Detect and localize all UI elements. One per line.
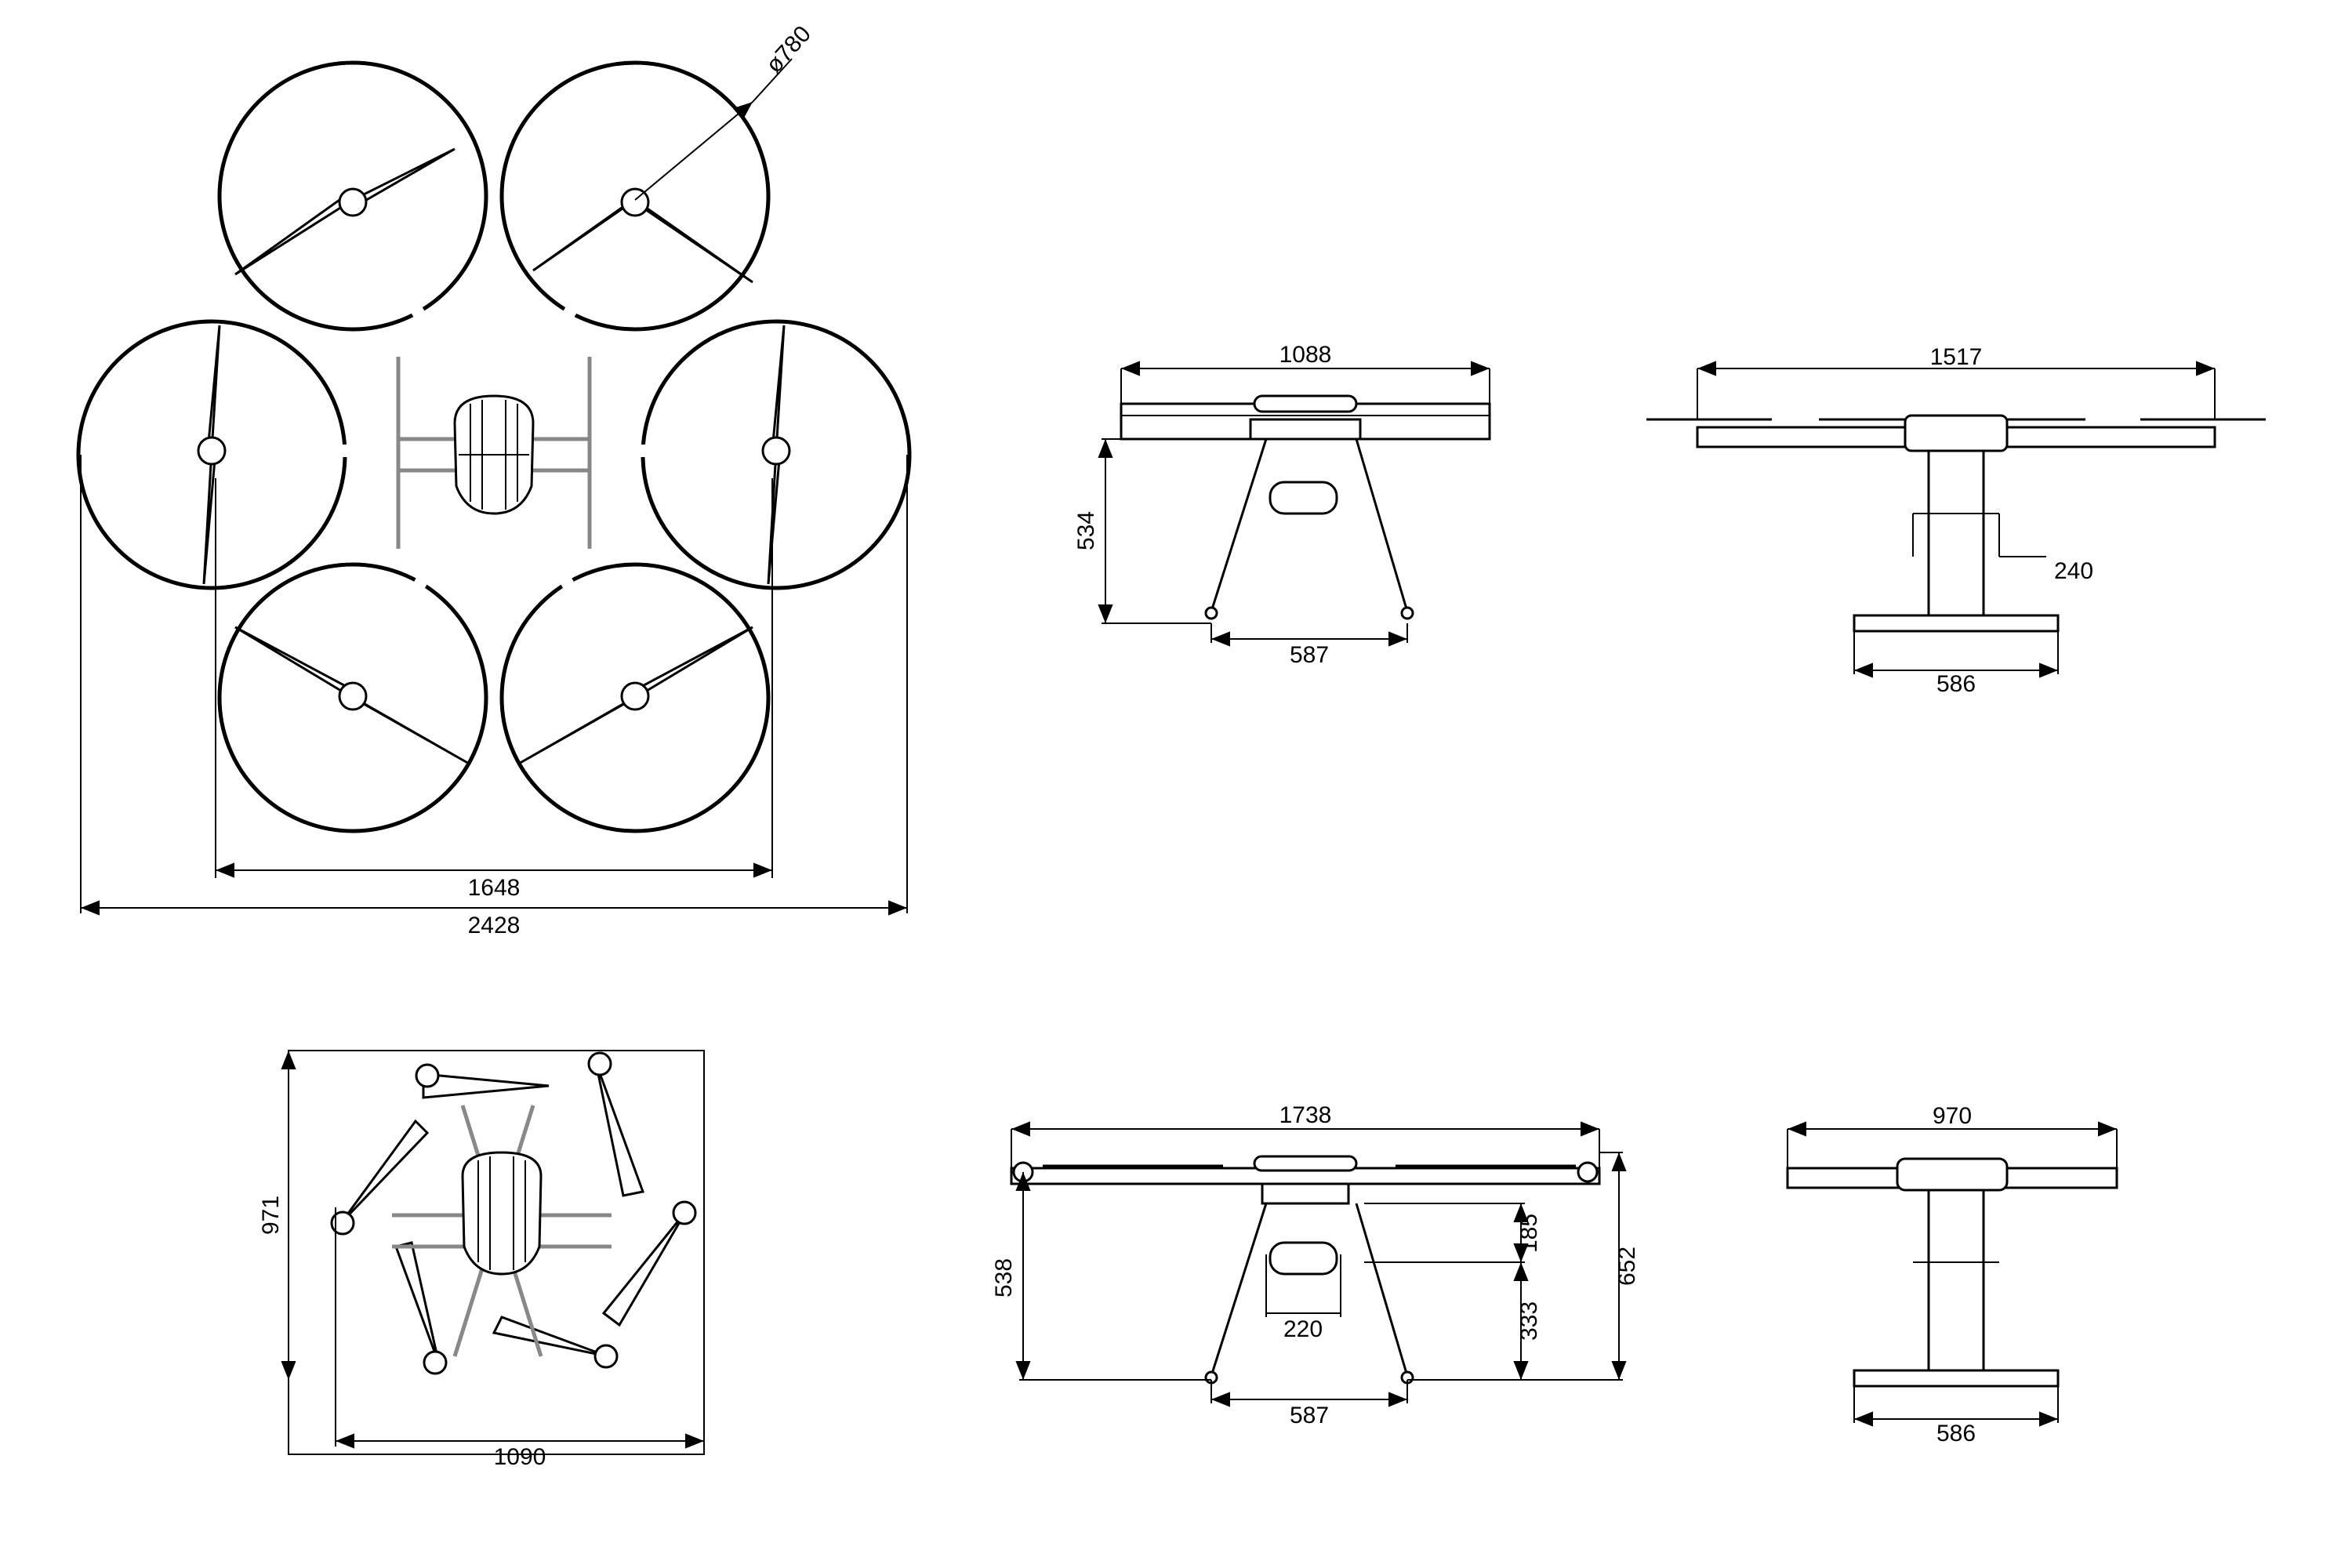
folded-arms <box>330 1051 697 1375</box>
body-depth-label: 185 <box>1516 1214 1542 1253</box>
height-label: 538 <box>991 1258 1017 1298</box>
canopy <box>1253 1155 1358 1172</box>
gear-leg-right <box>1355 1203 1409 1377</box>
front-view-top: 1088 534 587 <box>1073 342 1491 668</box>
height-label: 971 <box>258 1196 284 1235</box>
side-view-bottom: 970 586 <box>1786 1103 2118 1446</box>
outer-span-label: 2428 <box>468 913 521 938</box>
gear-width-label: 587 <box>1290 1403 1329 1428</box>
skid <box>1853 1369 2060 1388</box>
gear-width-label: 587 <box>1290 642 1329 668</box>
width-label: 1088 <box>1279 342 1332 368</box>
width-label: 1090 <box>494 1444 546 1470</box>
width-label: 970 <box>1933 1103 1972 1129</box>
height-label: 534 <box>1073 511 1099 550</box>
total-height-label: 652 <box>1614 1247 1640 1286</box>
top-view: ø780 1648 2428 <box>76 21 912 938</box>
payload <box>1269 481 1338 515</box>
gear-height-label: 333 <box>1516 1301 1542 1341</box>
prop-diameter-leader <box>634 101 753 201</box>
gear-leg-left <box>1210 1203 1268 1377</box>
body <box>1896 1157 2009 1192</box>
side-view-top: 1517 240 586 <box>1646 344 2266 697</box>
skid-width-label: 586 <box>1936 671 1976 697</box>
skid <box>1853 614 2060 633</box>
width-label: 1738 <box>1279 1102 1332 1128</box>
inner-span-label: 1648 <box>468 875 521 901</box>
width-label: 1517 <box>1930 344 1983 370</box>
gear-leg-right <box>1355 438 1409 612</box>
body <box>1261 1182 1350 1205</box>
payload <box>1269 1241 1338 1276</box>
payload-width-label: 220 <box>1283 1316 1323 1342</box>
body-canopy <box>461 1151 543 1276</box>
folded-top-view: 971 1090 <box>258 1050 705 1470</box>
gear-leg-left <box>1210 438 1268 612</box>
skid-width-label: 586 <box>1936 1421 1976 1446</box>
mount-width-label: 240 <box>2054 558 2093 584</box>
prop-diameter-leader-tail <box>752 58 793 103</box>
body <box>1904 414 2009 452</box>
body-canopy <box>453 394 535 515</box>
motors <box>197 187 791 711</box>
prop-diameter-label: ø780 <box>761 21 816 78</box>
body <box>1249 418 1362 441</box>
front-view-bottom: 1738 220 538 185 333 652 <box>991 1102 1640 1428</box>
canopy <box>1253 394 1358 413</box>
